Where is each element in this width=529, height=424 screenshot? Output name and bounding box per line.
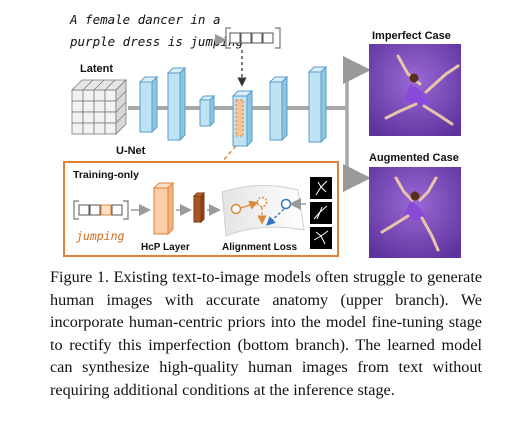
unet-cross-attention-block: [231, 89, 254, 148]
unet-block-6: [307, 65, 328, 144]
alignment-loss-label: Alignment Loss: [222, 242, 297, 253]
imperfect-case-label: Imperfect Case: [372, 30, 451, 42]
token-word-label: jumping: [76, 229, 125, 243]
alignment-blue-arrow: [266, 208, 285, 226]
pose-map-stack: [310, 177, 332, 249]
hcp-node-link: [240, 200, 259, 210]
predicted-feature-node: [256, 196, 268, 208]
imperfect-branch-arrow: [343, 56, 371, 108]
text-embedding-tokens: [225, 27, 281, 49]
latent-cube: [71, 79, 127, 135]
unet-block-5: [268, 75, 289, 142]
human-prior-embedding: [192, 191, 206, 224]
figure-caption: Figure 1. Existing text-to-image models …: [50, 268, 482, 399]
latent-label: Latent: [80, 63, 113, 75]
hcp-feature-node: [230, 203, 242, 215]
unet-block-1: [138, 75, 159, 134]
unet-block-2: [166, 66, 187, 142]
method-figure: A female dancer in a purple dress is jum…: [63, 12, 461, 258]
hcp-layer-block: [152, 181, 175, 236]
prior-feature-node: [280, 198, 292, 210]
token-embedding-jumping: [73, 200, 129, 220]
feature-map-surface: [221, 184, 305, 237]
augmented-case-image: [369, 167, 461, 258]
unet-label: U-Net: [116, 145, 146, 157]
prompt-line-1: A female dancer in a: [69, 12, 221, 27]
prompt-line-2: purple dress is jumping: [69, 34, 243, 49]
augmented-branch-arrow: [343, 108, 371, 192]
hcp-layer-label: HcP Layer: [141, 242, 190, 253]
imperfect-case-image: [369, 44, 461, 136]
unet-block-3: [198, 94, 216, 128]
training-only-label: Training-only: [73, 169, 139, 181]
augmented-case-label: Augmented Case: [369, 152, 459, 164]
